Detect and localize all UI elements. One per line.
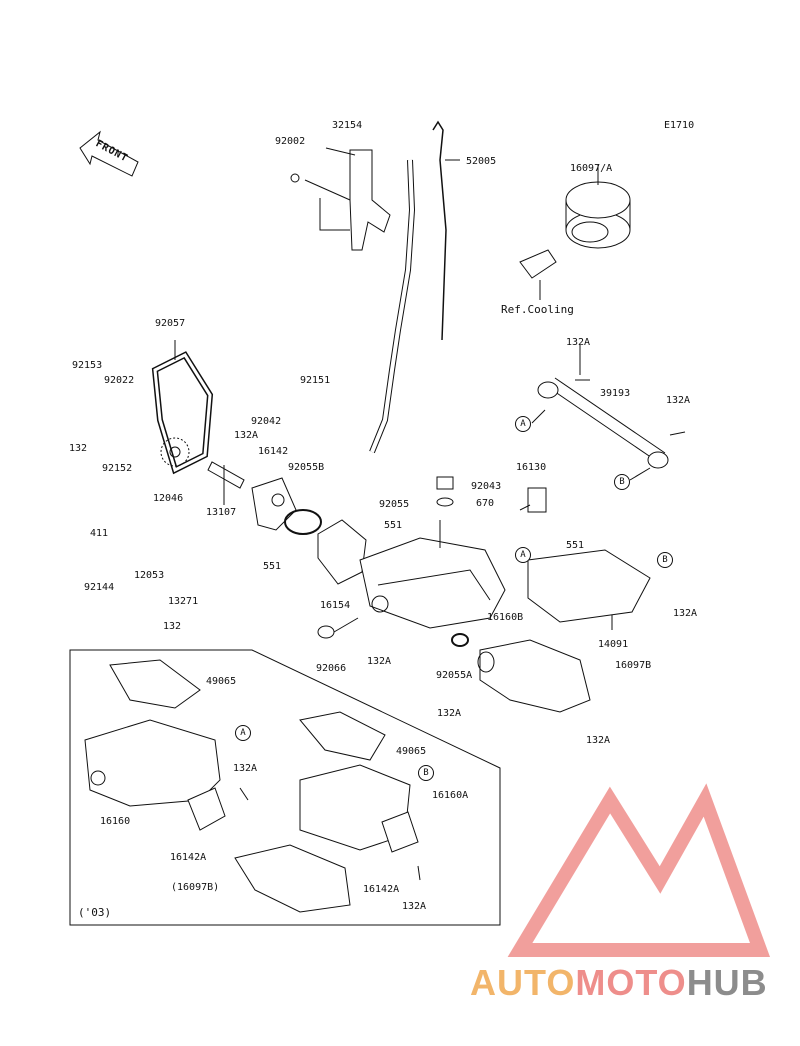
gasket-49065-b [299, 711, 386, 761]
label-16160a: 16160A [432, 790, 469, 801]
label-92043: 92043 [471, 481, 502, 492]
label-32154: 32154 [332, 120, 363, 131]
label-92144: 92144 [84, 582, 115, 593]
pipe-16097B [479, 639, 591, 713]
label-16160: 16160 [100, 816, 131, 827]
marker-a-1: A [515, 416, 531, 432]
label-49065-1: 49065 [206, 676, 237, 687]
watermark-moto: MOTO [575, 962, 687, 1003]
pipe-16097B-inset [234, 844, 351, 913]
label-132a-8: 132A [233, 763, 258, 774]
diagram-code: E1710 [664, 120, 695, 131]
chain-92057 [151, 351, 214, 475]
label-12046: 12046 [153, 493, 184, 504]
label-132a-4: 132A [673, 608, 698, 619]
label-132a-1: 132A [566, 337, 591, 348]
label-16097a: 16097/A [570, 163, 613, 174]
inset-border [69, 649, 501, 926]
watermark-text: AUTOMOTOHUB [470, 962, 768, 1004]
label-132a-3: 132A [234, 430, 259, 441]
watermark-hub: HUB [686, 962, 768, 1003]
label-92152: 92152 [102, 463, 133, 474]
screen-16154 [317, 519, 367, 585]
marker-b-1: B [614, 474, 630, 490]
sprocket [160, 437, 190, 467]
pan-16160B [359, 537, 506, 629]
label-16097b: 16097B [615, 660, 652, 671]
oil-filter [565, 165, 631, 249]
label-132-1: 132 [69, 443, 88, 454]
label-39193: 39193 [600, 388, 631, 399]
marker-a-2: A [515, 547, 531, 563]
label-16142a-1: 16142A [170, 852, 207, 863]
label-132a-9: 132A [402, 901, 427, 912]
label-92002: 92002 [275, 136, 306, 147]
label-92151: 92151 [300, 375, 331, 386]
pan-16160 [84, 719, 221, 807]
marker-a-3: A [235, 725, 251, 741]
label-92153: 92153 [72, 360, 103, 371]
label-16097b-paren: (16097B) [171, 882, 220, 893]
label-13107: 13107 [206, 507, 237, 518]
oil-pipe [369, 159, 416, 454]
label-132a-6: 132A [437, 708, 462, 719]
label-132-2: 132 [163, 621, 182, 632]
label-12053: 12053 [134, 570, 165, 581]
marker-b-3: B [418, 765, 434, 781]
gasket-49065-a [109, 659, 201, 709]
label-92066: 92066 [316, 663, 347, 674]
label-16130: 16130 [516, 462, 547, 473]
label-92055: 92055 [379, 499, 410, 510]
label-670: 670 [476, 498, 495, 509]
label-132a-2: 132A [666, 395, 691, 406]
label-92042: 92042 [251, 416, 282, 427]
label-132a-7: 132A [586, 735, 611, 746]
year-note: ('03) [78, 906, 112, 919]
label-92055a: 92055A [436, 670, 473, 681]
label-92055b: 92055B [288, 462, 325, 473]
label-551-1: 551 [384, 520, 403, 531]
label-16160b: 16160B [487, 612, 524, 623]
dipstick [432, 120, 447, 341]
cover-14091 [527, 549, 651, 623]
label-551-3: 551 [263, 561, 282, 572]
pipe-39193 [537, 377, 669, 469]
front-arrow [79, 130, 139, 177]
marker-b-2: B [657, 552, 673, 568]
label-132a-5: 132A [367, 656, 392, 667]
ref-cooling: Ref.Cooling [501, 303, 574, 316]
label-49065-2: 49065 [396, 746, 427, 757]
label-411: 411 [90, 528, 109, 539]
label-16142a-2: 16142A [363, 884, 400, 895]
label-551-2: 551 [566, 540, 585, 551]
label-14091: 14091 [598, 639, 629, 650]
label-92057: 92057 [155, 318, 186, 329]
label-92022: 92022 [104, 375, 135, 386]
bracket-32154 [349, 149, 391, 251]
label-16142: 16142 [258, 446, 289, 457]
watermark-auto: AUTO [470, 962, 576, 1003]
label-16154: 16154 [320, 600, 351, 611]
watermark-logo [507, 783, 771, 957]
label-13271: 13271 [168, 596, 199, 607]
label-52005: 52005 [466, 156, 497, 167]
